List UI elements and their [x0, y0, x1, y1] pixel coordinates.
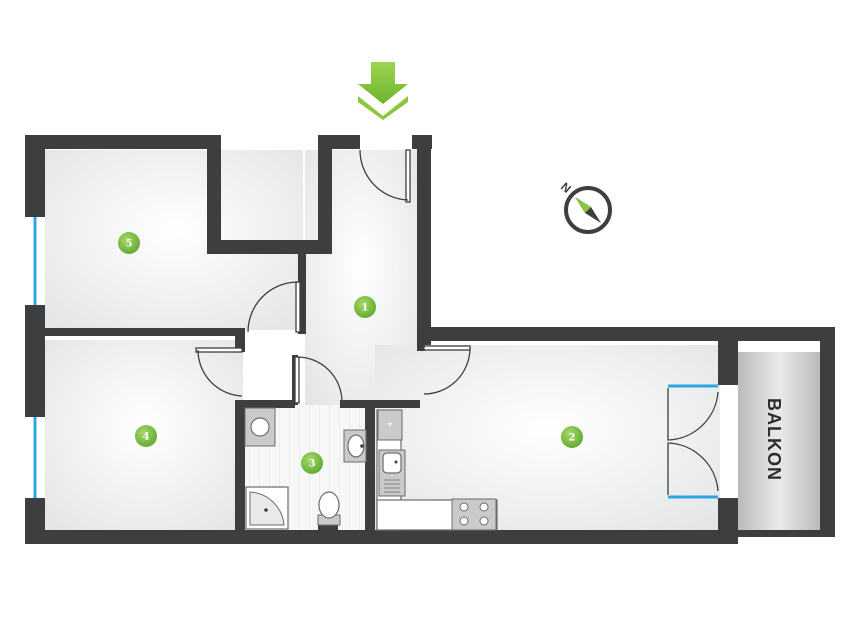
- living-room-door: [423, 345, 471, 395]
- room-number-5: 5: [126, 239, 133, 250]
- fridge-icon: *: [377, 409, 403, 441]
- bathroom-fixtures: [244, 407, 367, 530]
- washing-machine-icon: [244, 407, 276, 447]
- bathroom-sink-icon: [343, 429, 367, 463]
- room5-door: [247, 281, 301, 333]
- room-number-2: 2: [569, 433, 576, 444]
- wall-room5-4-divider: [45, 328, 245, 336]
- wall-bottom: [25, 530, 738, 544]
- wall-top-room5: [25, 135, 220, 149]
- svg-text:*: *: [388, 421, 393, 432]
- wall-balcony-bottom: [738, 530, 835, 537]
- wall-room5-right: [207, 135, 221, 253]
- room-marker-3[interactable]: 3: [301, 452, 323, 474]
- room-markers: 5 1 4 3 2: [118, 232, 583, 474]
- kitchen-sink-icon: [378, 449, 406, 497]
- wall-notch-bottom: [207, 240, 332, 254]
- walls: [25, 135, 835, 544]
- wall-hall-lower-left: [298, 254, 306, 334]
- room4-door: [195, 347, 243, 397]
- room-number-1: 1: [362, 303, 369, 314]
- stove-icon: [451, 498, 497, 531]
- toilet-icon: [317, 491, 341, 526]
- wall-hall-top-left: [318, 135, 360, 149]
- entrance-arrow-icon: [358, 62, 408, 120]
- wall-bath-top-left: [235, 400, 295, 408]
- wall-hall-right: [417, 135, 431, 345]
- shower-icon: [245, 486, 289, 530]
- compass-icon: N: [558, 180, 612, 234]
- wall-kitchen-top: [417, 341, 425, 351]
- entrance-door: [359, 149, 411, 203]
- doors: [195, 149, 719, 495]
- wall-toilet-notch: [318, 522, 338, 532]
- room-marker-4[interactable]: 4: [135, 425, 157, 447]
- balcony-label: BALKON: [764, 398, 784, 481]
- room-marker-1[interactable]: 1: [354, 296, 376, 318]
- room-number-4: 4: [143, 432, 150, 443]
- bathroom-door: [294, 356, 343, 404]
- balcony-floor: [738, 352, 820, 530]
- wall-bath-top-right: [340, 400, 420, 408]
- wall-room4-right-lower: [235, 400, 245, 530]
- wall-bath-right: [365, 400, 375, 530]
- kitchen-fixtures: *: [376, 409, 498, 531]
- room-marker-5[interactable]: 5: [118, 232, 140, 254]
- room-marker-2[interactable]: 2: [561, 426, 583, 448]
- balcony-double-door: [667, 388, 719, 495]
- wall-left-middle: [25, 305, 45, 417]
- wall-left-top: [25, 135, 45, 217]
- windows: [33, 217, 718, 499]
- wall-right-edge: [820, 327, 835, 537]
- wall-balcony-divider-top: [718, 327, 738, 385]
- wall-hall-left-top: [318, 135, 332, 254]
- wall-top-room2: [417, 327, 835, 341]
- wall-room4-right: [235, 336, 245, 352]
- room-number-3: 3: [309, 459, 316, 470]
